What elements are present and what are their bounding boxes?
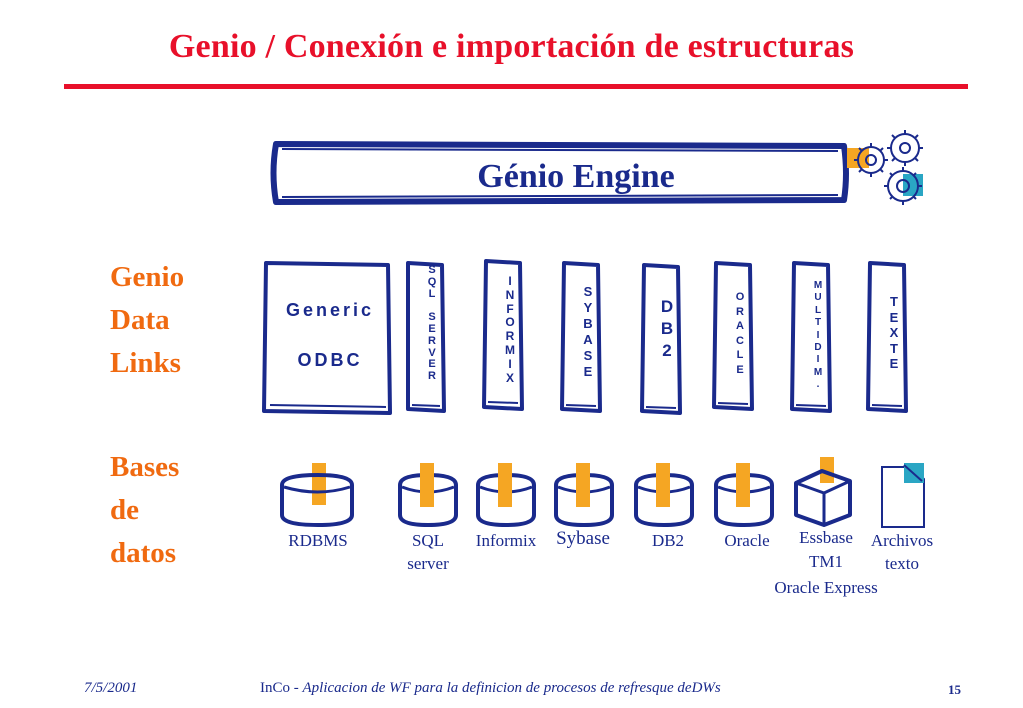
gears-icon: [847, 130, 923, 205]
footer-caption: InCo - Aplicacion de WF para la definici…: [260, 680, 721, 697]
sql-server-label-line-1: SQL: [411, 531, 445, 550]
footer-org: InCo -: [260, 680, 303, 696]
title-rule: [64, 84, 968, 89]
engine-banner: [270, 141, 849, 205]
bases-de-datos-label: Bases de datos: [110, 446, 240, 575]
slide-title: Genio / Conexión e importación de estruc…: [168, 28, 855, 65]
tm1-label: TM1: [809, 552, 843, 571]
sql-server-box: [406, 261, 446, 413]
sql-server-db-icon: [398, 463, 458, 528]
genio-data-links-label: Genio Data Links: [110, 256, 240, 385]
links-label-line-3: Links: [110, 347, 181, 379]
db2-box: [640, 263, 682, 415]
footer-subtitle: Aplicacion de WF para la definicion de p…: [302, 680, 721, 696]
bases-label-line-1: Bases: [110, 451, 180, 483]
sql-server-db-label: SQL server: [393, 529, 463, 575]
bases-label-line-3: datos: [110, 537, 177, 569]
connector-boxes: [262, 259, 908, 415]
odbc-label: ODBC: [297, 350, 363, 370]
essbase-label: Essbase: [799, 528, 853, 547]
links-label-line-1: Genio: [110, 261, 185, 293]
informix-db-label: Informix: [475, 531, 537, 550]
informix-db-icon: [476, 463, 536, 528]
bases-label-line-2: de: [110, 494, 139, 526]
rdbms-db-icon: [280, 463, 354, 528]
archivos-label-line-2: texto: [885, 554, 919, 573]
engine-title: Génio Engine: [477, 158, 675, 195]
db2-db-label: DB2: [651, 531, 685, 550]
sybase-db-label: Sybase: [556, 528, 610, 549]
multidim-box: [790, 261, 832, 413]
oracle-db-label: Oracle: [724, 531, 770, 550]
oracle-box: [712, 261, 754, 411]
sql-server-label-line-2: server: [407, 554, 449, 573]
informix-box: [482, 259, 524, 411]
archivos-label-line-1: Archivos: [870, 531, 934, 550]
cube-icon: [794, 457, 852, 527]
sybase-db-icon: [554, 463, 614, 528]
generic-label: Generic: [285, 300, 375, 320]
database-icons: [280, 457, 925, 528]
oracle-express-label: Oracle Express: [774, 578, 878, 597]
db2-db-icon: [634, 463, 694, 528]
links-label-line-2: Data: [110, 304, 170, 336]
texte-box: [866, 261, 908, 413]
rdbms-label: RDBMS: [288, 531, 348, 550]
archivos-texto-label: Archivos texto: [860, 529, 944, 575]
oracle-db-icon: [714, 463, 774, 528]
sybase-box: [560, 261, 602, 413]
text-file-icon: [881, 463, 925, 528]
page-number: 15: [948, 682, 961, 697]
generic-odbc-box: [262, 261, 392, 415]
footer-date: 7/5/2001: [84, 680, 138, 696]
